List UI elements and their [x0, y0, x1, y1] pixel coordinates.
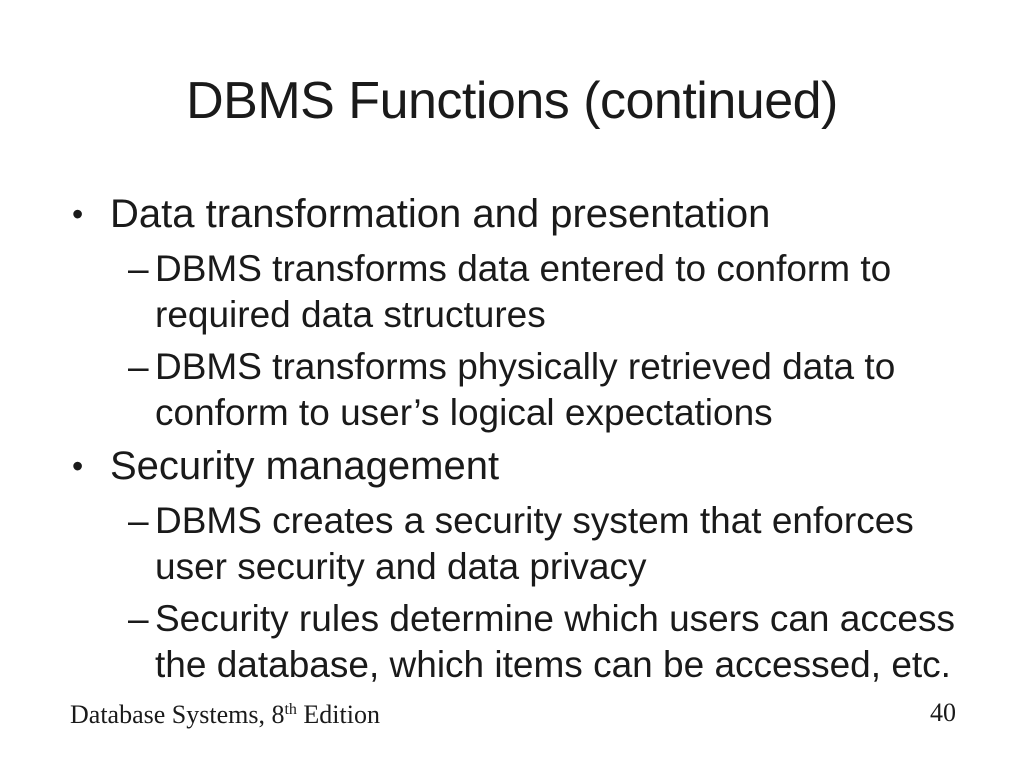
bullet-item: • Security management [60, 440, 972, 492]
dash-icon: – [128, 248, 149, 289]
sub-bullet-label: DBMS transforms data entered to conform … [155, 248, 892, 335]
page-title: DBMS Functions (continued) [186, 72, 838, 130]
bullet-label: Data transformation and presentation [110, 192, 771, 236]
footer-text: Database Systems, 8th Edition [70, 700, 380, 730]
sub-bullet-item: – DBMS transforms data entered to confor… [60, 246, 972, 338]
dash-icon: – [128, 598, 149, 639]
sub-bullet-item: – DBMS transforms physically retrieved d… [60, 344, 972, 436]
bullet-icon: • [72, 196, 84, 232]
sub-bullet-label: DBMS creates a security system that enfo… [155, 500, 914, 587]
bullet-list: • Data transformation and presentation –… [60, 188, 972, 688]
bullet-icon: • [72, 448, 84, 484]
sub-bullet-item: – Security rules determine which users c… [60, 596, 972, 688]
sub-bullet-label: DBMS transforms physically retrieved dat… [155, 346, 896, 433]
page-number: 40 [930, 698, 956, 727]
bullet-item: • Data transformation and presentation [60, 188, 972, 240]
dash-icon: – [128, 500, 149, 541]
footer-suffix: Edition [296, 700, 380, 729]
footer-prefix: Database Systems, 8 [70, 700, 285, 729]
dash-icon: – [128, 346, 149, 387]
bullet-label: Security management [110, 444, 500, 488]
sub-bullet-label: Security rules determine which users can… [155, 598, 955, 685]
footer-superscript: th [284, 701, 297, 718]
sub-bullet-item: – DBMS creates a security system that en… [60, 498, 972, 590]
